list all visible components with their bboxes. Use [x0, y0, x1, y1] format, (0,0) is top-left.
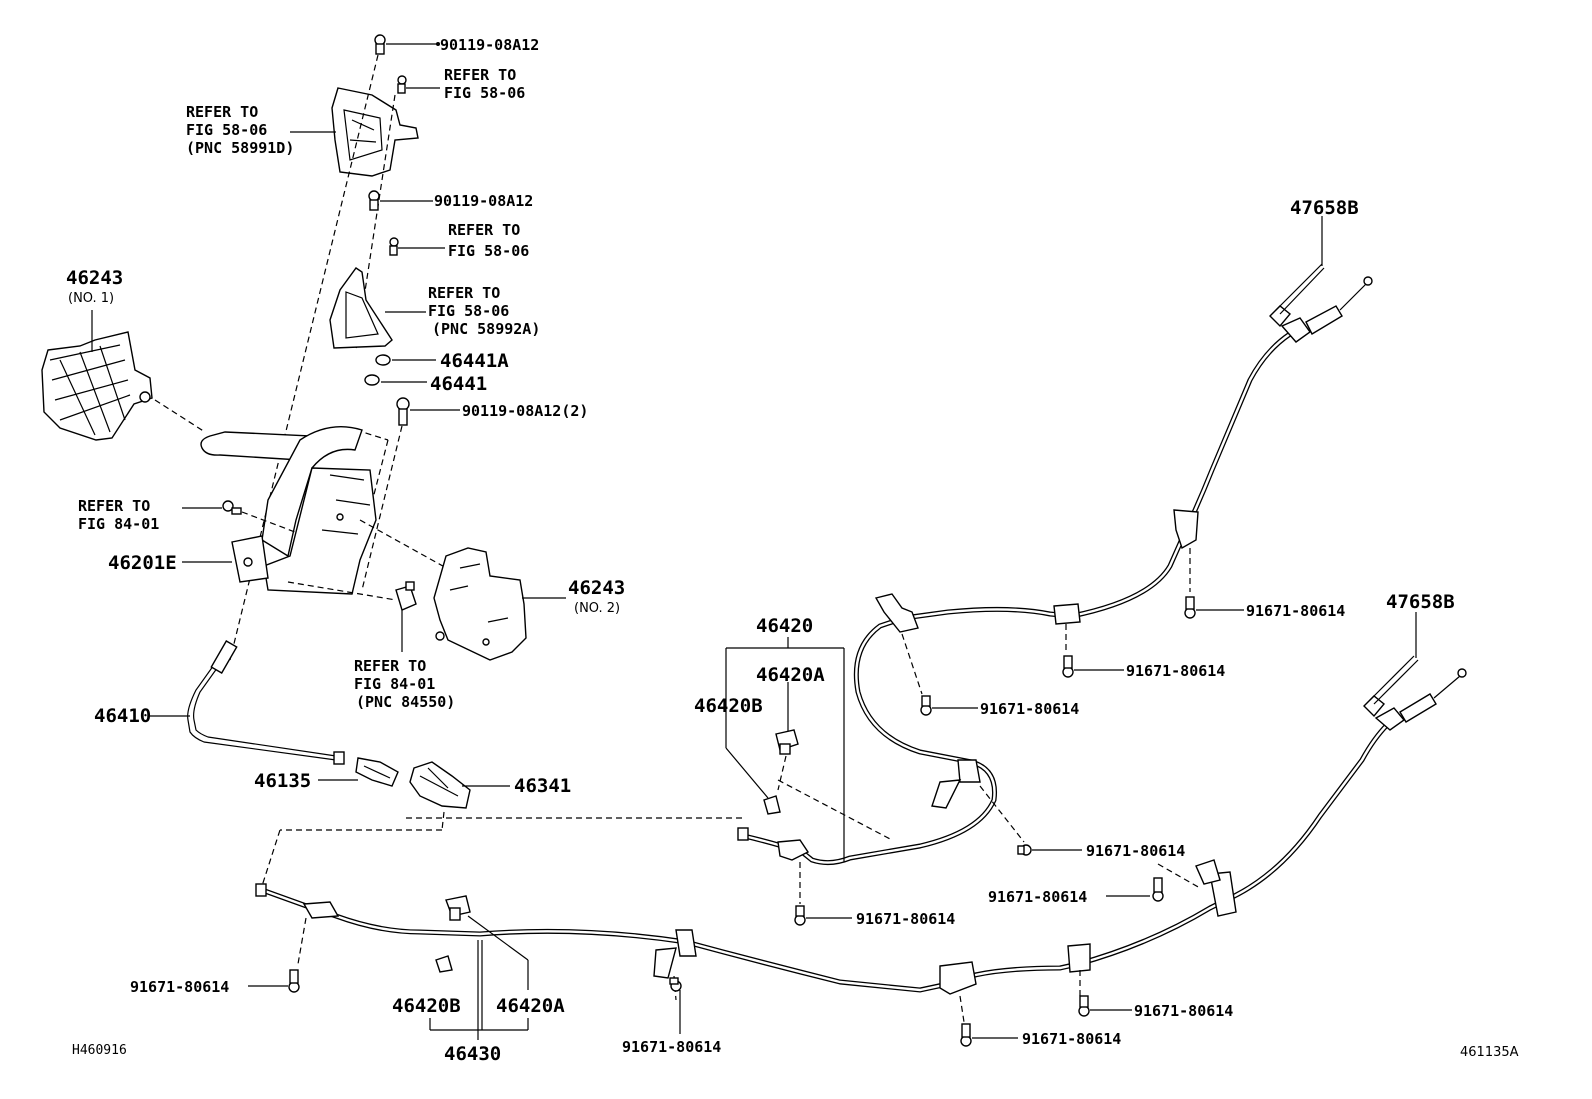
screw-icon — [389, 237, 399, 256]
label-46341: 46341 — [514, 775, 571, 797]
label-91671-80614: 91671-80614 — [980, 700, 1079, 718]
cover-no1 — [41, 310, 206, 441]
diagram-code-left: H460916 — [72, 1043, 127, 1058]
screw-icon — [397, 75, 407, 94]
label-91671-80614: 91671-80614 — [856, 910, 955, 928]
label-refer-to: REFER TO — [78, 497, 150, 515]
label-46430: 46430 — [444, 1043, 501, 1065]
equalizer-icon — [355, 757, 399, 787]
callout-46420 — [725, 637, 893, 862]
bolt-icon — [1078, 995, 1090, 1017]
label-46243-no2-sub: (NO. 2) — [574, 601, 620, 616]
front-cable — [148, 640, 345, 765]
label-47658b: 47658B — [1290, 197, 1359, 219]
label-pnc-58992a: (PNC 58992A) — [432, 320, 540, 338]
bolt-icon — [1017, 844, 1032, 856]
bolt-icon — [920, 695, 932, 716]
label-91671-80614: 91671-80614 — [988, 888, 1087, 906]
label-90119-top: 90119-08A12 — [440, 36, 539, 54]
label-46243-no1: 46243 — [66, 267, 123, 289]
label-46420b: 46420B — [392, 995, 461, 1017]
label-46243-no1-sub: (NO. 1) — [68, 291, 114, 306]
lever-assembly — [182, 425, 451, 601]
callout-46430 — [429, 895, 529, 1040]
label-90119-low: 90119-08A12(2) — [462, 402, 588, 420]
label-46441a: 46441A — [440, 350, 509, 372]
screw-icon — [222, 500, 242, 515]
label-46420b: 46420B — [694, 695, 763, 717]
nut-icon — [364, 374, 380, 386]
rear-cable-right-1 — [737, 216, 1373, 904]
label-46420a: 46420A — [756, 664, 825, 686]
label-fig-84-01: FIG 84-01 — [78, 515, 159, 533]
label-refer-to: REFER TO — [448, 221, 520, 239]
bolt-icon — [374, 34, 386, 55]
bolt-icon — [288, 969, 300, 993]
bolt-icon — [960, 1023, 972, 1047]
clip-icon — [395, 581, 417, 611]
bracket-icon — [329, 267, 393, 349]
label-91671-80614: 91671-80614 — [1086, 842, 1185, 860]
bolt-icon — [1184, 596, 1196, 619]
labels: 90119-08A12 REFER TO FIG 58-06 REFER TO … — [66, 36, 1519, 1065]
label-90119-mid: 90119-08A12 — [434, 192, 533, 210]
bolt-icon — [396, 397, 410, 426]
label-fig-58-06: FIG 58-06 — [186, 121, 267, 139]
label-refer-to: REFER TO — [354, 657, 426, 675]
label-fig-58-06: FIG 58-06 — [428, 302, 509, 320]
label-refer-to: REFER TO — [444, 66, 516, 84]
label-46135: 46135 — [254, 770, 311, 792]
label-91671-80614: 91671-80614 — [1246, 602, 1345, 620]
rear-cable-left — [255, 612, 1467, 1023]
yoke-icon — [409, 761, 471, 809]
label-46410: 46410 — [94, 705, 151, 727]
label-refer-to: REFER TO — [428, 284, 500, 302]
nut-icon — [375, 354, 391, 366]
label-46420a: 46420A — [496, 995, 565, 1017]
label-91671-80614: 91671-80614 — [1126, 662, 1225, 680]
label-46243-no2: 46243 — [568, 577, 625, 599]
label-fig-58-06: FIG 58-06 — [444, 84, 525, 102]
label-pnc-58991d: (PNC 58991D) — [186, 139, 294, 157]
bolt-icon — [1152, 877, 1164, 902]
label-46420: 46420 — [756, 615, 813, 637]
label-46201e: 46201E — [108, 552, 177, 574]
label-fig-84-01: FIG 84-01 — [354, 675, 435, 693]
bolt-icon — [368, 190, 380, 211]
cover-no2 — [433, 547, 566, 661]
label-91671-80614: 91671-80614 — [622, 1038, 721, 1056]
label-91671-80614: 91671-80614 — [130, 978, 229, 996]
label-91671-80614: 91671-80614 — [1134, 1002, 1233, 1020]
bolt-icon — [669, 977, 682, 992]
label-47658b: 47658B — [1386, 591, 1455, 613]
diagram-code-right: 461135A — [1460, 1045, 1519, 1060]
bolt-icon — [1062, 655, 1074, 678]
label-refer-to: REFER TO — [186, 103, 258, 121]
label-46441: 46441 — [430, 373, 487, 395]
label-pnc-84550: (PNC 84550) — [356, 693, 455, 711]
bracket-icon — [331, 87, 419, 177]
label-fig-58-06: FIG 58-06 — [448, 242, 529, 260]
label-91671-80614: 91671-80614 — [1022, 1030, 1121, 1048]
bolt-icon — [794, 905, 806, 926]
